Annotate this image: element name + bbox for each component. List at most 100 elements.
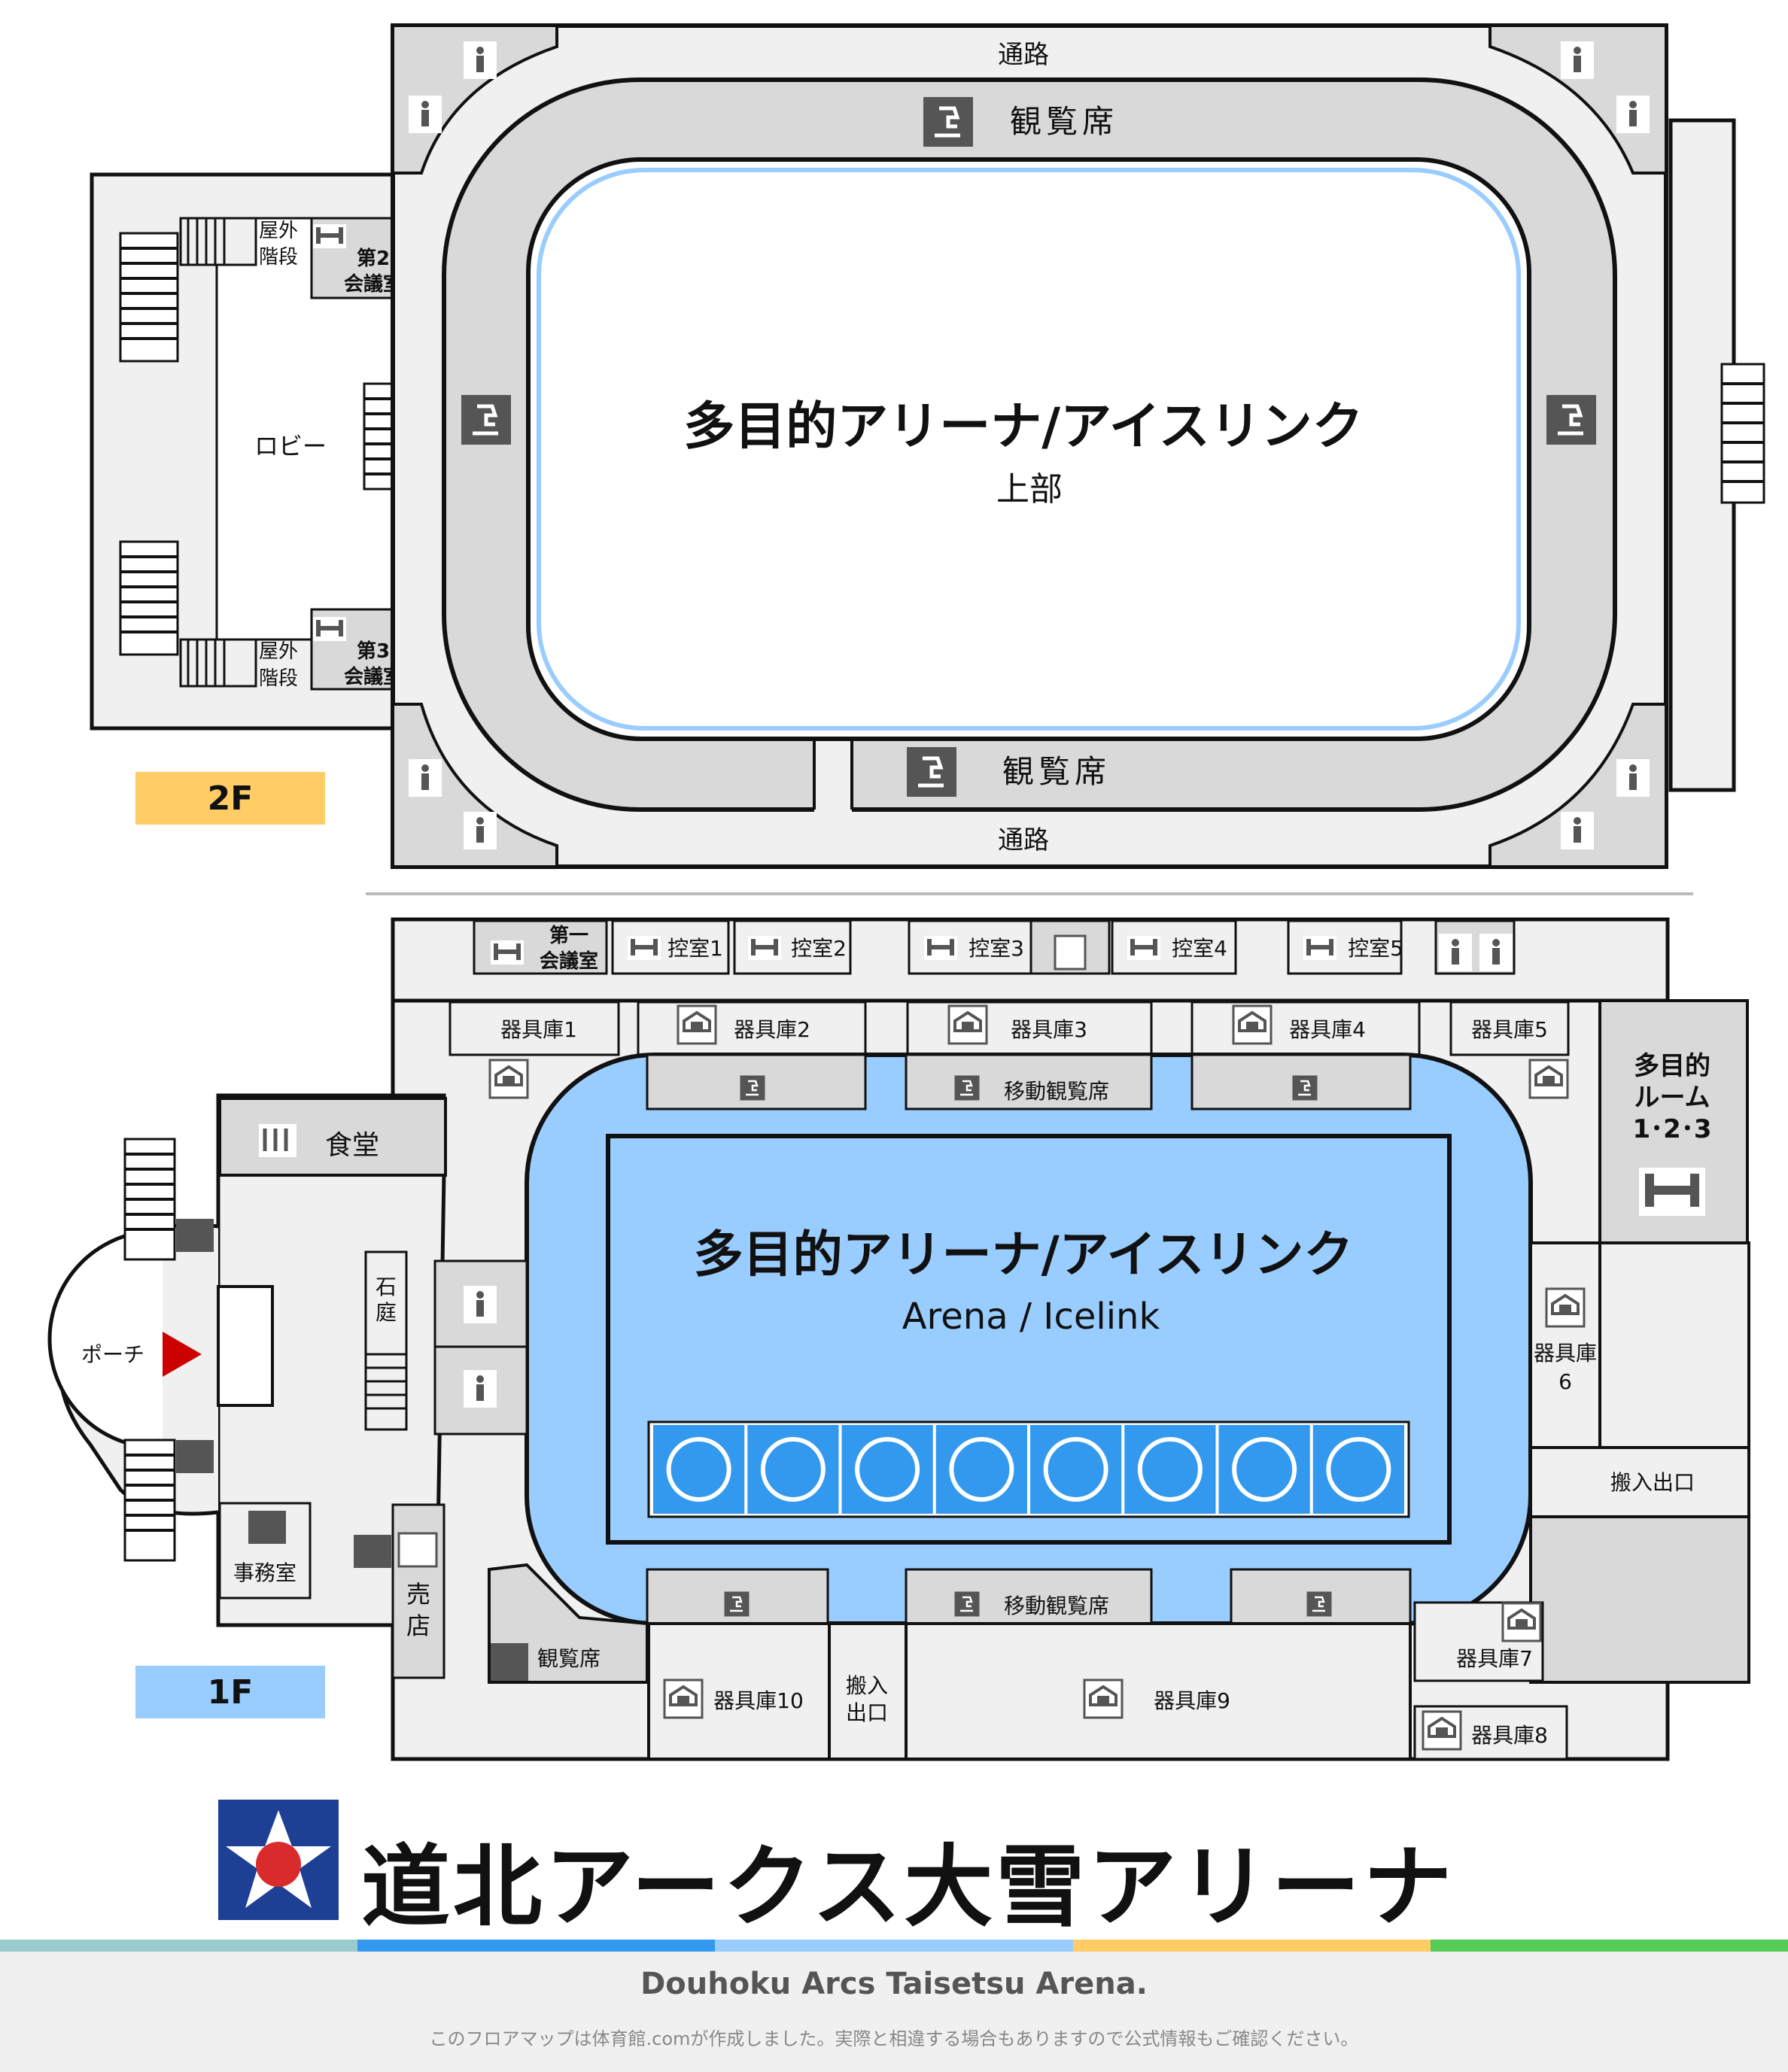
storage-icon [488,1059,529,1099]
mobile-seats-top-label: 移動観覧席 [1004,1079,1109,1104]
waiting-room-3-label: 控室3 [968,936,1024,961]
shop-label-1: 売 [406,1580,430,1609]
wheelchair-icon [176,1440,214,1473]
floor-2f: ロビー 屋外 階段 屋外 階段 第2 会議室 第3 会議室 [90,23,1765,869]
movable-seats-top: 移動観覧席 [646,1053,1412,1110]
corner-sw [391,703,558,868]
west-rooms: 食堂 ポーチ 石 庭 事務室 売 店 [81,1097,649,1684]
corridor-top-label: 通路 [998,40,1049,70]
venue-title: 道北アークス大雪アリーナ [361,1835,1455,1939]
toilet-icon [1439,934,1472,971]
toilet-icon [1616,96,1650,133]
east-rooms [1529,1515,1750,1684]
seating-icon [461,395,511,445]
seating-icon [1306,1590,1333,1618]
corner-se [1488,703,1668,868]
rock-garden-label-1: 石 [376,1274,397,1299]
seating-icon [907,747,956,797]
hockey-icon [1218,1425,1310,1514]
seating-icon [723,1590,750,1618]
mobile-seats-bottom-label: 移動観覧席 [1004,1593,1109,1618]
seating-icon [923,97,973,147]
outdoor-stairs-bottom-label-1: 屋外 [259,640,298,663]
floor-badge-2f [135,772,325,825]
storage-8-label: 器具庫8 [1471,1723,1548,1748]
meeting-icon [1639,1168,1705,1216]
toilet-icon [464,41,497,79]
outdoor-stairs-top: 屋外 階段 [179,217,298,269]
first-aid-icon [354,1535,391,1568]
cutlery-icon [259,1124,296,1157]
storage-6-room [1529,1241,1750,1449]
meeting-icon [313,617,346,641]
storage-2-label: 器具庫2 [734,1017,810,1042]
wheelchair-icon [176,1219,214,1252]
rink-upper [526,157,1531,741]
toilet-icon [464,1286,497,1323]
storage-9-label: 器具庫9 [1154,1688,1230,1713]
shop-label-2: 店 [406,1612,430,1640]
waiting-room-icon [1303,936,1336,960]
office-icon [248,1511,286,1544]
office-label: 事務室 [233,1560,296,1585]
storage-7-label: 器具庫7 [1456,1646,1533,1671]
floor-badge-1f-label: 1F [208,1673,254,1712]
color-stripe [0,1940,1788,1952]
toilet-icon [409,759,442,797]
storage-icon [663,1679,704,1719]
south-rooms: 器具庫10 器具庫9 搬入 出口 [647,1622,1412,1761]
porch-door [217,1285,274,1407]
floor-badge-1f [135,1666,325,1718]
waiting-room-1-label: 控室1 [667,936,723,961]
storage-icon [947,1004,988,1045]
table-tennis-icon [935,1425,1027,1514]
storage-icon [1501,1602,1542,1642]
toilet-icon [1561,812,1594,849]
waiting-room-icon [1127,936,1160,960]
storage-icon [677,1004,717,1045]
movable-seats-bottom: 移動観覧席 [646,1568,1412,1625]
sports-icon-row [647,1420,1410,1518]
loading-bottom-label-2: 出口 [846,1700,888,1725]
seating-icon [953,1074,981,1101]
loading-dock-east [1529,1446,1750,1518]
loading-bottom-label-1: 搬入 [846,1673,888,1698]
accessible-seats-room [488,1563,649,1684]
svg-text:ルーム: ルーム [1634,1083,1710,1113]
storage-icon [1528,1059,1569,1099]
svg-text:第一: 第一 [549,924,588,947]
storage-4-label: 器具庫4 [1289,1017,1366,1042]
toilet-icon [1616,759,1650,797]
footer [0,1940,1788,2072]
seating-icon [1546,395,1596,445]
toilet-icon [1561,41,1594,79]
wheelchair-icon [491,1643,528,1681]
cafeteria-label: 食堂 [325,1130,379,1161]
venue-english-name: Douhoku Arcs Taisetsu Arena. [640,1967,1148,2001]
arena-sub-2f: 上部 [996,470,1063,509]
brand-block: 道北アークス大雪アリーナ [218,1800,1573,1939]
storage-6-label-2: 6 [1558,1369,1572,1394]
outdoor-stairs-bottom: 屋外 階段 [179,638,298,690]
waiting-room-icon [628,936,661,960]
storage-10-label: 器具庫10 [713,1688,804,1713]
toilet-icon [464,812,497,849]
tennis-icon [1030,1425,1122,1514]
logo-star-icon [218,1800,339,1920]
floor-1f: 第一 会議室 控室1 控室2 控室3 控室4 控室5 [47,917,1750,1761]
stairs-left-top [119,232,179,363]
floor-badge-2f-label: 2F [208,779,254,818]
meeting-icon [313,224,346,248]
outdoor-stairs-bottom-label-2: 階段 [259,667,298,690]
seats-bottom-label: 観覧席 [1002,753,1111,790]
soccer-icon [1124,1425,1216,1514]
volleyball-icon [747,1425,839,1514]
skate-icon [1312,1425,1404,1514]
toilet-icon [1479,934,1513,971]
stairs-east [1720,363,1765,504]
waiting-room-2-label: 控室2 [791,936,847,961]
accessible-seats-label: 観覧席 [537,1646,601,1671]
storage-row-top: 器具庫1 器具庫2 器具庫3 器具庫4 器具庫5 [449,1001,1570,1099]
badminton-icon [841,1425,933,1514]
storage-icon [1545,1287,1586,1328]
